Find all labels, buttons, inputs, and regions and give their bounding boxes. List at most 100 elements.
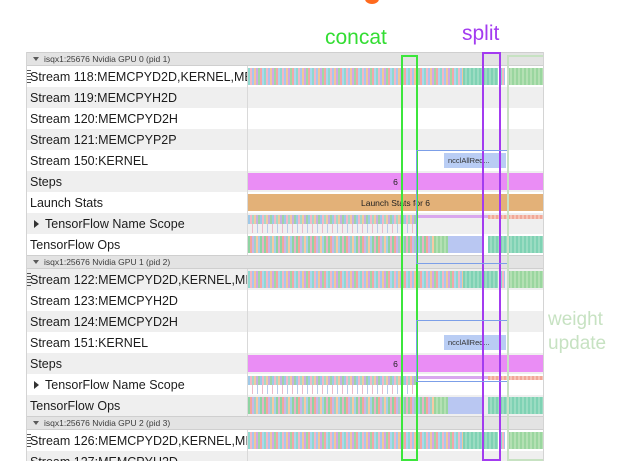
timeline-row[interactable]: Stream 124:MEMCPYD2H [27, 311, 543, 332]
timeline-bar[interactable] [248, 397, 434, 414]
row-label[interactable]: Stream 121:MEMCPYP2P [27, 132, 247, 147]
timeline-bar[interactable] [500, 68, 505, 85]
timeline-track[interactable] [248, 129, 543, 150]
timeline-track[interactable] [248, 290, 543, 311]
timeline-bar[interactable] [248, 376, 416, 385]
row-label[interactable]: Steps [27, 356, 247, 371]
timeline-row[interactable]: TensorFlow Name Scope [27, 374, 543, 395]
row-label[interactable]: Stream 124:MEMCPYD2H [27, 314, 247, 329]
timeline-track[interactable] [248, 311, 543, 332]
timeline-track[interactable]: Launch Stats for 6 [248, 192, 543, 213]
timeline-track[interactable] [248, 430, 543, 451]
chevron-down-icon[interactable] [33, 421, 39, 425]
step-bar[interactable]: 6 [248, 173, 543, 190]
chevron-right-icon[interactable] [34, 381, 39, 390]
row-label[interactable]: TensorFlow Ops [27, 237, 247, 252]
row-label[interactable]: TensorFlow Name Scope [27, 216, 247, 231]
timeline-panel[interactable]: isqx1:25676 Nvidia GPU 0 (pid 1) Stream 1… [26, 52, 544, 461]
row-label[interactable]: Stream 151:KERNEL [27, 335, 247, 350]
timeline-bar[interactable] [248, 236, 434, 253]
timeline-track[interactable] [248, 66, 543, 87]
timeline-bar[interactable] [508, 271, 543, 288]
timeline-bar[interactable] [248, 432, 463, 449]
column-divider [247, 430, 248, 451]
row-label[interactable]: Stream 119:MEMCPYH2D [27, 90, 247, 105]
timeline-row[interactable]: Stream 150:KERNEL ncclAllRed... [27, 150, 543, 171]
timeline-bar[interactable] [488, 215, 543, 219]
row-label[interactable]: Stream 126:MEMCPYD2D,KERNEL,MI [27, 433, 247, 448]
timeline-row[interactable]: TensorFlow Ops [27, 395, 543, 416]
timeline-track[interactable] [248, 451, 543, 461]
timeline-track[interactable] [248, 213, 543, 234]
timeline-row[interactable]: Stream 151:KERNEL ncclAllRed... [27, 332, 543, 353]
timeline-track[interactable] [248, 87, 543, 108]
row-label[interactable]: Stream 123:MEMCPYH2D [27, 293, 247, 308]
timeline-bar[interactable] [463, 432, 498, 449]
chevron-down-icon[interactable] [33, 260, 39, 264]
timeline-bar[interactable] [448, 397, 482, 414]
timeline-bar[interactable] [248, 224, 416, 233]
timeline-track[interactable]: 6 [248, 171, 543, 192]
timeline-row[interactable]: Stream 127:MEMCPYH2D [27, 451, 543, 461]
timeline-row[interactable]: Stream 122:MEMCPYD2D,KERNEL,MI [27, 269, 543, 290]
row-label[interactable]: Launch Stats [27, 195, 247, 210]
launch-stats-bar[interactable]: Launch Stats for 6 [248, 194, 543, 211]
timeline-bar[interactable] [248, 271, 463, 288]
chevron-down-icon[interactable] [33, 57, 39, 61]
row-label[interactable]: TensorFlow Ops [27, 398, 247, 413]
step-bar[interactable]: 6 [248, 355, 543, 372]
chevron-right-icon[interactable] [34, 220, 39, 229]
row-label[interactable]: Stream 127:MEMCPYH2D [27, 454, 247, 461]
nccl-allreduce-block[interactable]: ncclAllRed... [444, 335, 506, 350]
timeline-bar[interactable] [448, 236, 482, 253]
row-label[interactable]: TensorFlow Name Scope [27, 377, 247, 392]
timeline-bar[interactable] [500, 271, 505, 288]
row-label[interactable]: Steps [27, 174, 247, 189]
drag-handle-icon[interactable] [27, 434, 31, 447]
timeline-row[interactable]: Stream 123:MEMCPYH2D [27, 290, 543, 311]
drag-handle-icon[interactable] [27, 273, 31, 286]
timeline-bar[interactable] [508, 432, 543, 449]
timeline-bar[interactable] [463, 271, 498, 288]
timeline-row[interactable]: Stream 118:MEMCPYD2D,KERNEL,ME [27, 66, 543, 87]
timeline-bar[interactable] [488, 376, 543, 380]
timeline-track[interactable] [248, 234, 543, 255]
row-label[interactable]: Stream 122:MEMCPYD2D,KERNEL,MI [27, 272, 247, 287]
row-label[interactable]: Stream 120:MEMCPYD2H [27, 111, 247, 126]
nccl-allreduce-block[interactable]: ncclAllRed... [444, 153, 506, 168]
timeline-track[interactable] [248, 108, 543, 129]
timeline-bar[interactable] [500, 432, 505, 449]
row-label[interactable]: Stream 118:MEMCPYD2D,KERNEL,ME [27, 69, 247, 84]
timeline-bar[interactable] [463, 68, 498, 85]
timeline-track[interactable] [248, 374, 543, 395]
timeline-row[interactable]: TensorFlow Ops [27, 234, 543, 255]
timeline-track[interactable]: ncclAllRed... [248, 332, 543, 353]
timeline-bar[interactable] [416, 215, 543, 218]
drag-handle-icon[interactable] [27, 70, 31, 83]
timeline-bar[interactable] [416, 376, 543, 379]
timeline-bar[interactable] [508, 68, 543, 85]
timeline-bar[interactable] [488, 397, 543, 414]
timeline-bar[interactable] [248, 215, 416, 224]
timeline-track[interactable] [248, 395, 543, 416]
group-header-1[interactable]: isqx1:25676 Nvidia GPU 1 (pid 2) [27, 255, 543, 269]
timeline-track[interactable]: 6 [248, 353, 543, 374]
timeline-track[interactable] [248, 269, 543, 290]
timeline-bar[interactable] [488, 236, 543, 253]
row-label[interactable]: Stream 150:KERNEL [27, 153, 247, 168]
timeline-row[interactable]: TensorFlow Name Scope [27, 213, 543, 234]
timeline-bar[interactable] [248, 385, 416, 394]
timeline-row[interactable]: Stream 121:MEMCPYP2P [27, 129, 543, 150]
timeline-track[interactable]: ncclAllRed... [248, 150, 543, 171]
group-header-2[interactable]: isqx1:25676 Nvidia GPU 2 (pid 3) [27, 416, 543, 430]
timeline-row[interactable]: Stream 120:MEMCPYD2H [27, 108, 543, 129]
timeline-row[interactable]: Stream 119:MEMCPYH2D [27, 87, 543, 108]
group-header-0[interactable]: isqx1:25676 Nvidia GPU 0 (pid 1) [27, 52, 543, 66]
timeline-bar[interactable] [434, 236, 448, 253]
timeline-bar[interactable] [434, 397, 448, 414]
timeline-row[interactable]: Stream 126:MEMCPYD2D,KERNEL,MI [27, 430, 543, 451]
timeline-bar[interactable] [248, 68, 463, 85]
